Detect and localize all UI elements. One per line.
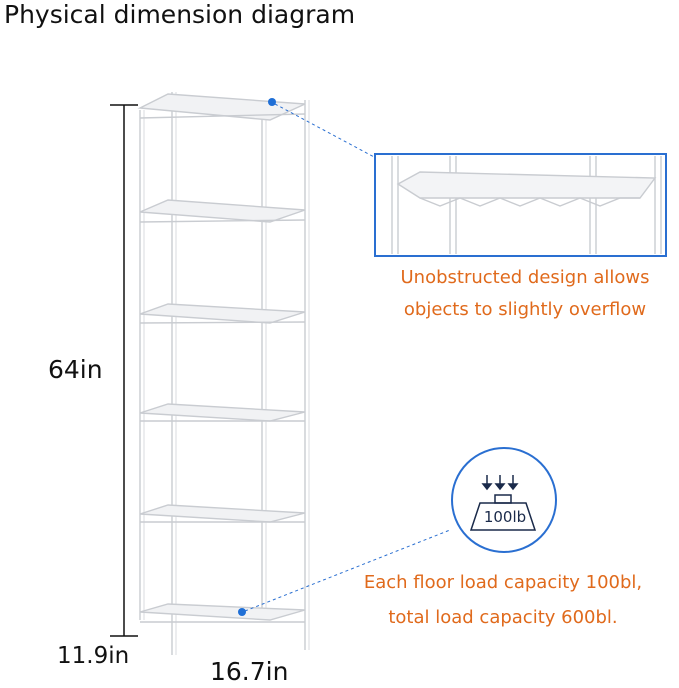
capacity-text-line-1: Each floor load capacity 100bl, [363, 572, 643, 593]
overflow-text-line-1: Unobstructed design allows [400, 267, 650, 288]
capacity-marker-dot [238, 608, 246, 616]
weight-icon [469, 494, 537, 531]
capacity-callout [238, 447, 557, 616]
shelf-1 [137, 93, 306, 121]
zoom-detail-box [374, 153, 667, 257]
overflow-text-line-2: objects to slightly overflow [403, 299, 647, 320]
width-label: 16.7in [210, 657, 289, 686]
diagram-title: Physical dimension diagram [4, 0, 356, 29]
down-arrows-icon [481, 475, 519, 491]
shelf-2 [139, 199, 306, 223]
capacity-text-line-2: total load capacity 600bl. [388, 607, 618, 628]
height-dimension-line [110, 104, 138, 637]
shelf-5 [139, 504, 306, 523]
weight-label: 100lb [483, 508, 527, 526]
overflow-description: Unobstructed design allows objects to sl… [380, 262, 670, 326]
capacity-description: Each floor load capacity 100bl, total lo… [348, 565, 658, 635]
overflow-callout [268, 98, 667, 257]
shelf-4 [139, 403, 306, 422]
overflow-marker-dot [268, 98, 276, 106]
height-label: 64in [48, 355, 103, 384]
shelf-6 [139, 603, 306, 623]
depth-label: 11.9in [57, 643, 130, 669]
wire-shelf-unit [137, 92, 310, 655]
capacity-badge [451, 447, 557, 553]
shelf-3 [139, 303, 306, 324]
